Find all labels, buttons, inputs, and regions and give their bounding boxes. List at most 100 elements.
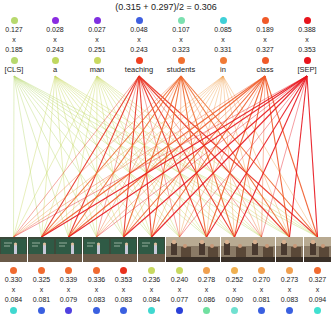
dot-row [11, 15, 18, 25]
score-text: 0.325 [33, 275, 51, 285]
video-frame: 0.278x0.086 [193, 237, 220, 315]
dot-row [176, 305, 183, 315]
attention-line [97, 76, 318, 237]
dot-row [52, 55, 59, 65]
score-text: x [137, 35, 141, 45]
attention-line [124, 76, 308, 237]
attention-line [97, 76, 124, 237]
weight-dot [52, 17, 59, 24]
score-text: 0.090 [226, 295, 244, 305]
dot-row [258, 305, 265, 315]
score-text: 0.327 [256, 45, 274, 55]
weight-dot [120, 267, 127, 274]
score-text: 0.084 [143, 295, 161, 305]
attention-line [14, 76, 318, 237]
score-text: 0.339 [60, 275, 78, 285]
dot-row [10, 305, 17, 315]
score-text: 0.331 [214, 45, 232, 55]
attention-line [42, 76, 308, 237]
attention-line [14, 76, 69, 237]
weight-dot [178, 17, 185, 24]
video-frame: 0.236x0.084 [138, 237, 165, 315]
score-text: 0.085 [214, 25, 232, 35]
score-text: 0.240 [171, 275, 189, 285]
dot-row [314, 305, 321, 315]
score-text: 0.086 [198, 295, 216, 305]
token-column: 0.085x0.331in [202, 15, 244, 75]
attention-line [55, 76, 318, 237]
score-text: x [67, 285, 71, 295]
video-frame: 0.240x0.077 [166, 237, 193, 315]
score-text: x [316, 285, 320, 295]
score-text: 0.081 [253, 295, 271, 305]
dot-row [11, 55, 18, 65]
weight-dot [38, 267, 45, 274]
weight-dot [304, 17, 311, 24]
dot-row [286, 265, 293, 275]
attention-line [14, 76, 207, 237]
score-text: x [179, 35, 183, 45]
score-text: 0.127 [5, 25, 23, 35]
attention-line [42, 76, 98, 237]
score-text: x [205, 285, 209, 295]
token-label: teaching [125, 65, 153, 75]
attention-line [42, 76, 266, 237]
score-text: 0.251 [88, 45, 106, 55]
attention-line [152, 76, 308, 237]
score-text: 0.027 [88, 25, 106, 35]
attention-line [69, 76, 266, 237]
video-frame: 0.273x0.083 [276, 237, 303, 315]
attention-line [14, 76, 56, 237]
frame-image [221, 237, 248, 262]
dot-row [93, 265, 100, 275]
attention-line [69, 76, 182, 237]
score-text: 0.094 [309, 295, 327, 305]
score-text: 0.388 [298, 25, 316, 35]
attention-line [307, 76, 318, 237]
dot-row [94, 15, 101, 25]
score-text: x [150, 285, 154, 295]
score-text: x [122, 285, 126, 295]
score-text: x [95, 35, 99, 45]
weight-dot [10, 267, 17, 274]
weight-dot [148, 267, 155, 274]
token-label: in [220, 65, 226, 75]
weight-dot [203, 267, 210, 274]
attention-line [14, 76, 152, 237]
score-text: 0.327 [309, 275, 327, 285]
weight-dot [11, 57, 18, 64]
attention-line [42, 76, 56, 237]
attention-line [180, 76, 266, 237]
attention-line [124, 76, 140, 237]
score-text: x [53, 35, 57, 45]
score-text: 0.270 [253, 275, 271, 285]
weight-dot [93, 307, 100, 314]
token-label: class [256, 65, 273, 75]
weight-dot [314, 267, 321, 274]
dot-row [120, 265, 127, 275]
dot-row [10, 265, 17, 275]
dot-row [38, 265, 45, 275]
score-text: x [12, 285, 16, 295]
attention-line [69, 76, 98, 237]
weight-dot [148, 307, 155, 314]
weight-dot [258, 307, 265, 314]
attention-line [14, 76, 98, 237]
dot-row [94, 55, 101, 65]
attention-line [262, 76, 308, 237]
score-text: 0.243 [130, 45, 148, 55]
dot-row [178, 15, 185, 25]
dot-row [136, 15, 143, 25]
dot-row [220, 15, 227, 25]
video-frame: 0.339x0.079 [55, 237, 82, 315]
weight-dot [304, 57, 311, 64]
attention-line [97, 76, 290, 237]
score-text: 0.081 [33, 295, 51, 305]
video-frame: 0.252x0.090 [221, 237, 248, 315]
score-text: 0.048 [130, 25, 148, 35]
weight-dot [94, 57, 101, 64]
score-text: 0.028 [46, 25, 64, 35]
attention-line [235, 76, 308, 237]
score-text: 0.243 [46, 45, 64, 55]
frame-image [138, 237, 165, 262]
